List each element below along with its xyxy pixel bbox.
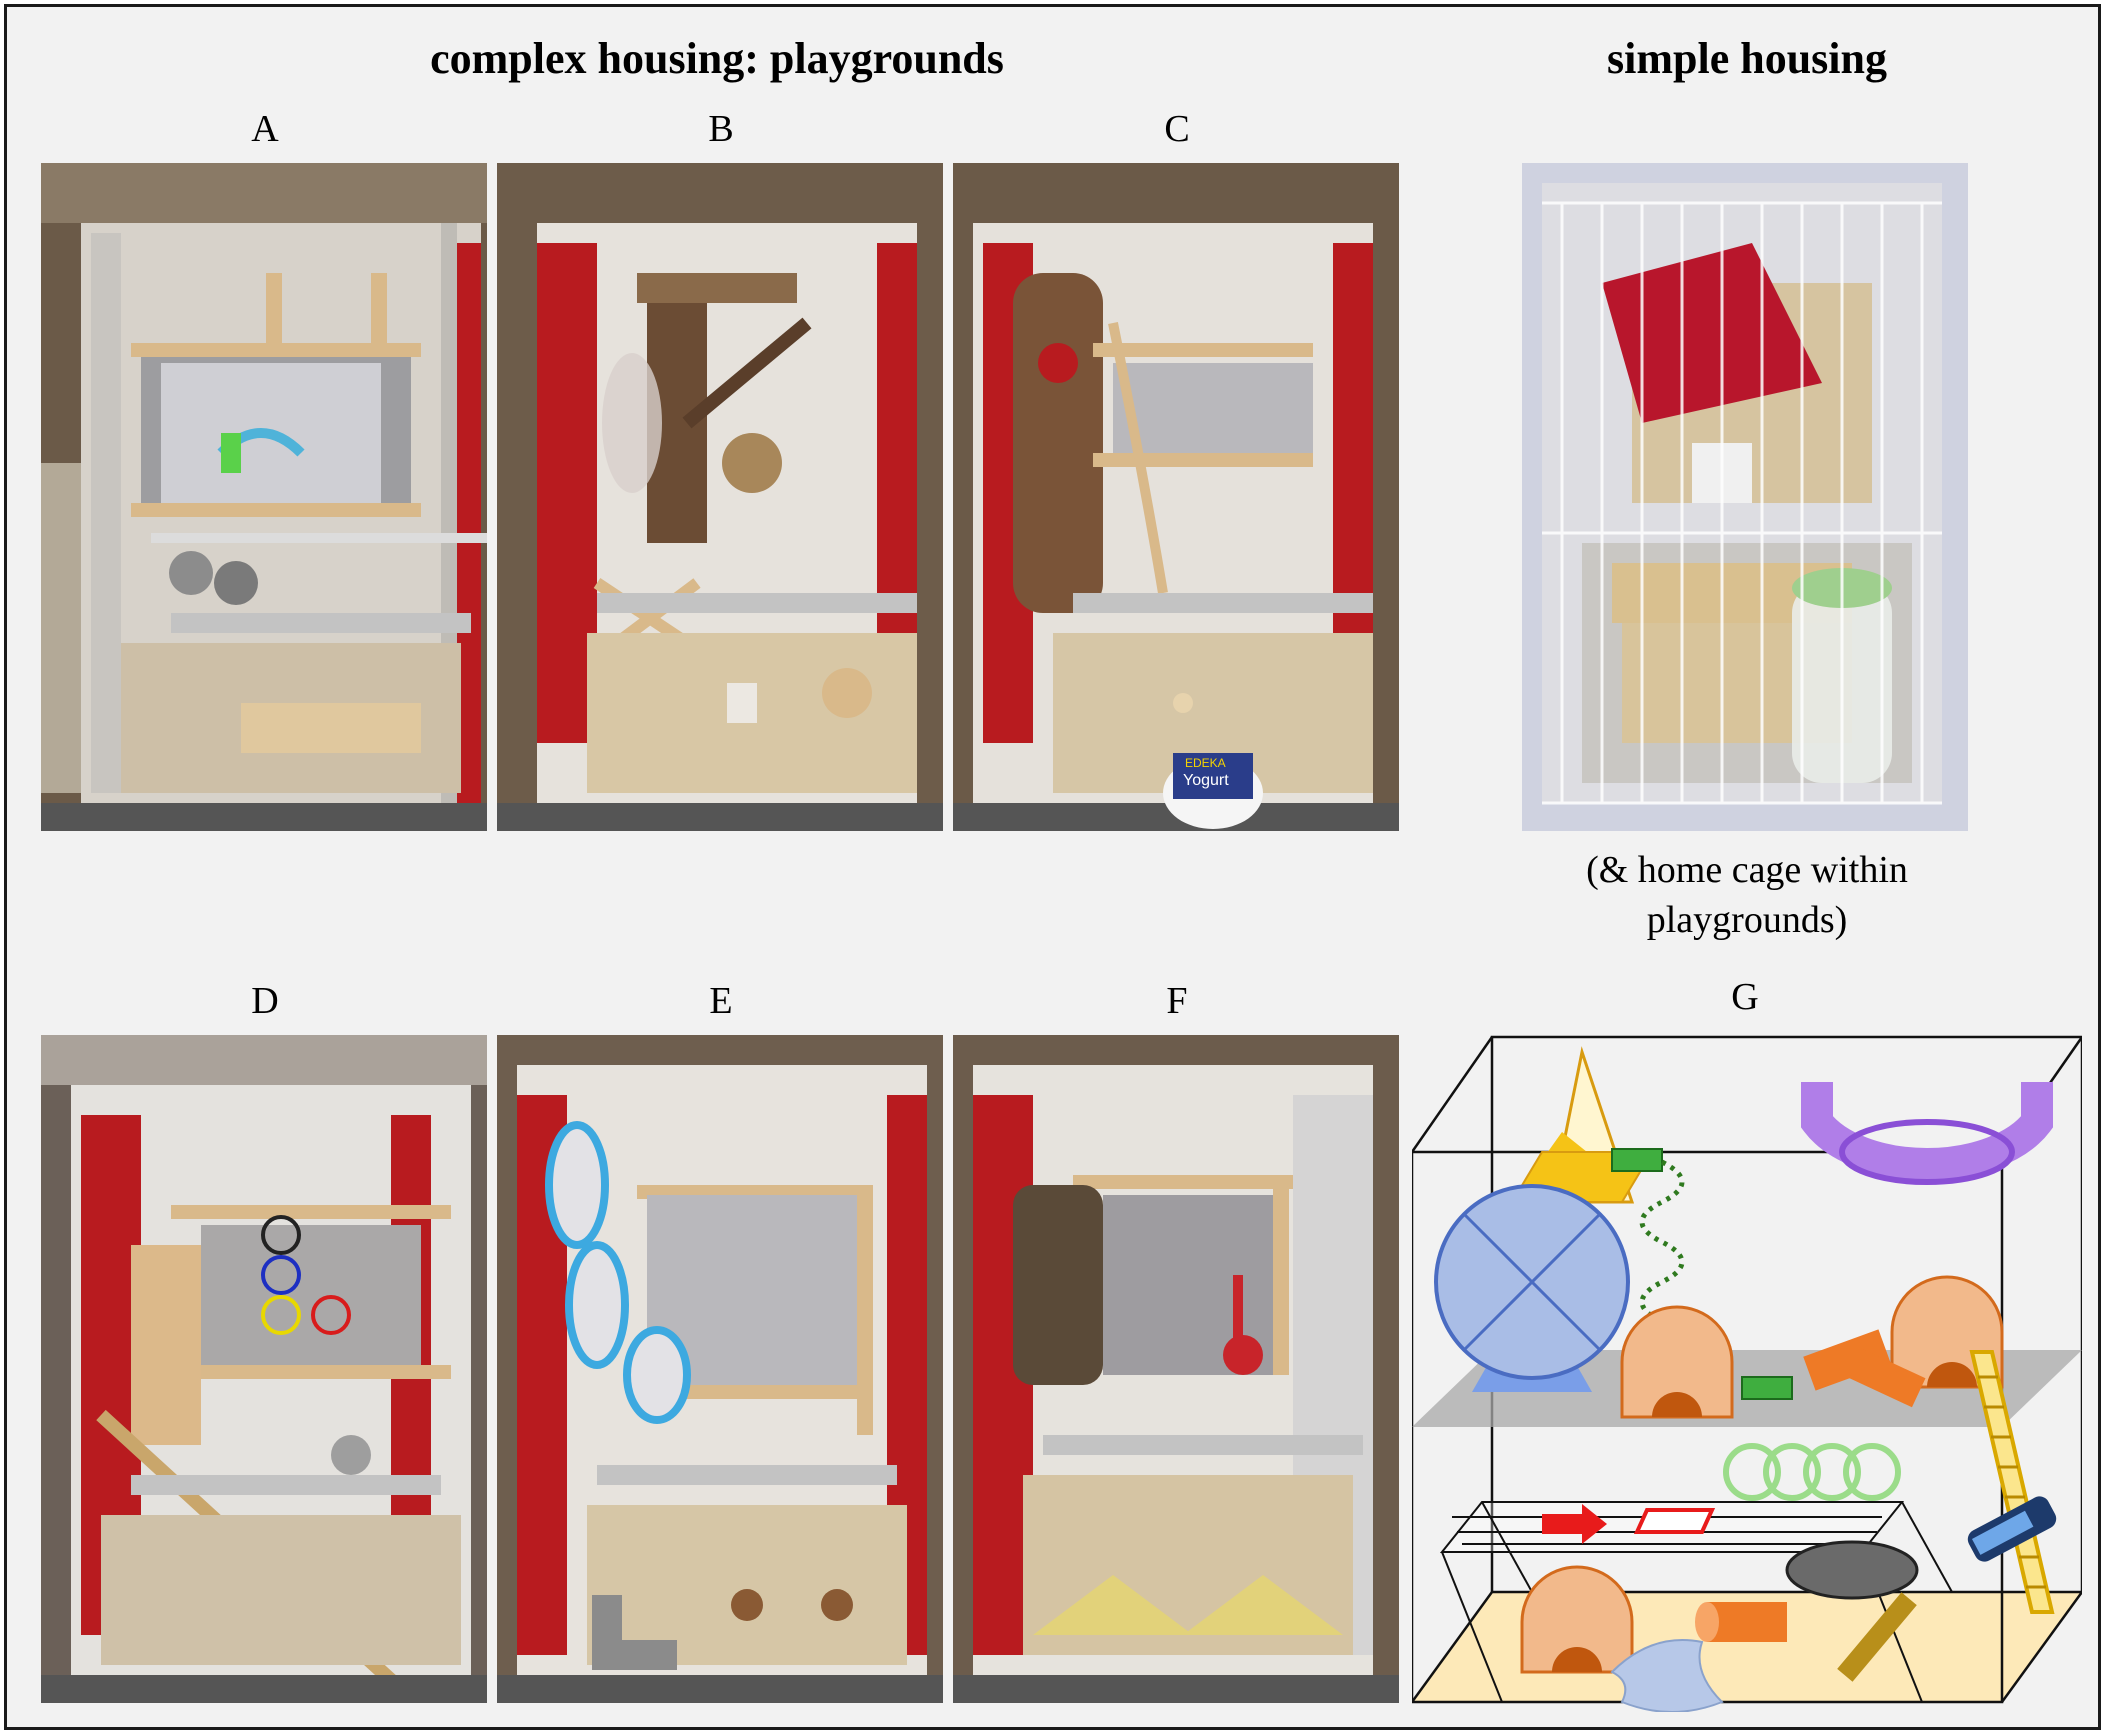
house-left [1620,1305,1734,1419]
diagram-g-cage-schematic [1410,1032,2084,1713]
figure-frame: complex housing: playgrounds simple hous… [4,4,2101,1730]
photo-a-playground [41,163,487,831]
paper-cloth [1610,1639,1724,1713]
simple-housing-note-line2: playgrounds) [1646,899,1848,941]
purple-tube [1801,1082,2053,1180]
green-tunnel-top [1611,1148,1663,1172]
panel-letter-c: C [1164,108,1190,150]
panel-letter-b: B [708,108,734,150]
photo-c-playground: Yogurt EDEKA [953,163,1399,831]
panel-letter-g: G [1731,976,1759,1018]
orange-tunnel-bottom [1707,1602,1787,1642]
photo-d-playground [41,1035,487,1703]
simple-housing-note-line1: (& home cage within [1586,849,1908,891]
panel-letter-f: F [1166,980,1188,1022]
panel-letter-d: D [251,980,279,1022]
house-bottom [1520,1565,1634,1674]
food-tray [1633,1508,1716,1534]
wooden-stick [1837,1592,1917,1682]
green-tunnel-shelf [1741,1376,1793,1400]
simple-housing-note: (& home cage within playgrounds) [1487,845,2007,945]
yogurt-cup-label: Yogurt [1183,772,1229,789]
orange-tunnel-2 [1848,1348,1926,1408]
complex-housing-heading: complex housing: playgrounds [430,34,1004,83]
purple-tube-ring [1839,1119,2015,1185]
photo-e-playground [497,1035,943,1703]
panel-letter-a: A [251,108,279,150]
green-rings [1723,1443,1901,1501]
orange-tunnel-1 [1803,1329,1891,1391]
simple-housing-heading: simple housing [1607,34,1887,83]
photo-f-playground [953,1035,1399,1703]
photo-simple-housing [1522,163,1968,831]
food-bowl [1785,1540,1919,1600]
yogurt-cup-brand: EDEKA [1185,756,1226,770]
photo-b-playground [497,163,943,831]
red-arrow [1542,1504,1607,1544]
panel-letter-e: E [709,980,733,1022]
